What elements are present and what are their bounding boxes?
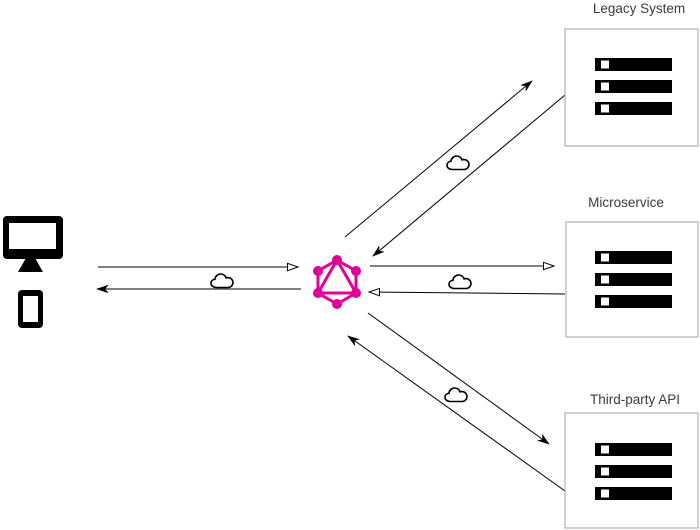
arrow-legacy-to-graphql [372, 94, 566, 257]
cloud-icon [210, 273, 234, 289]
arrow-microservice-to-graphql [367, 287, 566, 297]
client-devices [3, 216, 63, 328]
arrow-thirdparty-to-graphql [347, 335, 566, 492]
server-stack-icon [595, 443, 672, 500]
connection-client-graphql [96, 262, 301, 293]
arrow-graphql-to-thirdparty [367, 312, 550, 445]
server-stack-icon [595, 58, 672, 115]
server-node-legacy: Legacy System [564, 1, 699, 147]
cloud-icon [444, 387, 468, 403]
server-label-thirdparty: Third-party API [590, 392, 680, 407]
desktop-monitor-icon [3, 216, 63, 272]
cloud-icon [448, 274, 472, 290]
server-node-thirdparty: Third-party API [564, 392, 699, 529]
server-stack-icon [595, 251, 672, 308]
cloud-icon [446, 155, 470, 171]
connection-graphql-legacy [344, 80, 566, 257]
server-label-microservice: Microservice [588, 195, 664, 210]
arrow-graphql-to-legacy [344, 80, 533, 238]
graphql-logo-icon [313, 255, 361, 309]
server-node-microservice: Microservice [565, 195, 699, 338]
connection-graphql-microservice [367, 261, 566, 297]
server-label-legacy: Legacy System [593, 1, 685, 16]
connection-graphql-thirdparty [347, 312, 566, 492]
smartphone-icon [18, 290, 43, 328]
